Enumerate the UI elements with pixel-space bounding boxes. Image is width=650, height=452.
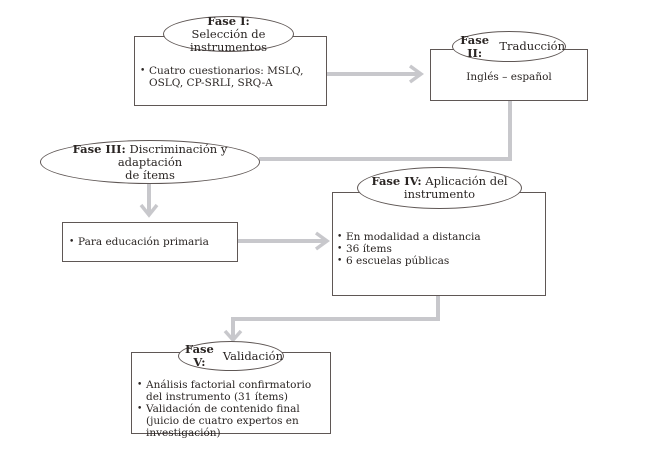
list-item: 36 ítems	[337, 243, 537, 255]
fase2-pill: Fase II: Traducción	[452, 31, 566, 62]
fase1-title: Selección de instrumentos	[189, 26, 268, 54]
arrowhead-fase4	[314, 231, 330, 251]
fase4-label: Fase IV:	[371, 174, 422, 188]
fase1-pill: Fase I: Selección de instrumentos	[163, 13, 294, 54]
arrowhead-fase5	[223, 329, 243, 343]
fase1-label: Fase I:	[207, 13, 250, 28]
fase2-content: Inglés – español	[466, 71, 552, 83]
fase3-title-line2: de ítems	[125, 167, 175, 182]
fase3-title: Discriminación y adaptación	[117, 141, 228, 169]
connector-fase2-to-fase3	[259, 100, 512, 161]
arrowhead-fase2	[408, 64, 424, 84]
fase4-pill: Fase IV: Aplicación del instrumento	[357, 167, 522, 209]
list-item: Para educación primaria	[69, 236, 234, 248]
fase1-content: Cuatro cuestionarios: MSLQ, OSLQ, CP-SRL…	[140, 65, 325, 89]
fase5-content: Análisis factorial confirmatorio del ins…	[137, 379, 329, 439]
fase5-label: Fase V:	[185, 342, 214, 369]
fase5-pill: Fase V: Validación	[178, 341, 284, 371]
arrowhead-fase3-box	[139, 203, 159, 218]
fase3-content: Para educación primaria	[69, 236, 234, 248]
list-item: Validación de contenido final (juicio de…	[137, 403, 329, 439]
list-item: 6 escuelas públicas	[337, 255, 537, 267]
fase4-title: Aplicación del	[425, 174, 508, 188]
fase5-title: Validación	[222, 348, 283, 363]
list-item: Análisis factorial confirmatorio del ins…	[137, 379, 329, 403]
fase3-pill: Fase III: Discriminación y adaptación de…	[40, 140, 260, 184]
fase2-title: Traducción	[499, 39, 565, 53]
connector-fase4-to-fase5	[231, 295, 440, 338]
list-item: En modalidad a distancia	[337, 231, 537, 243]
fase4-content: En modalidad a distancia 36 ítems 6 escu…	[337, 231, 537, 267]
fase2-label: Fase II:	[460, 32, 490, 60]
fase3-label: Fase III:	[72, 141, 126, 156]
fase4-title-line2: instrumento	[403, 187, 476, 201]
list-item: Cuatro cuestionarios: MSLQ, OSLQ, CP-SRL…	[140, 65, 325, 89]
